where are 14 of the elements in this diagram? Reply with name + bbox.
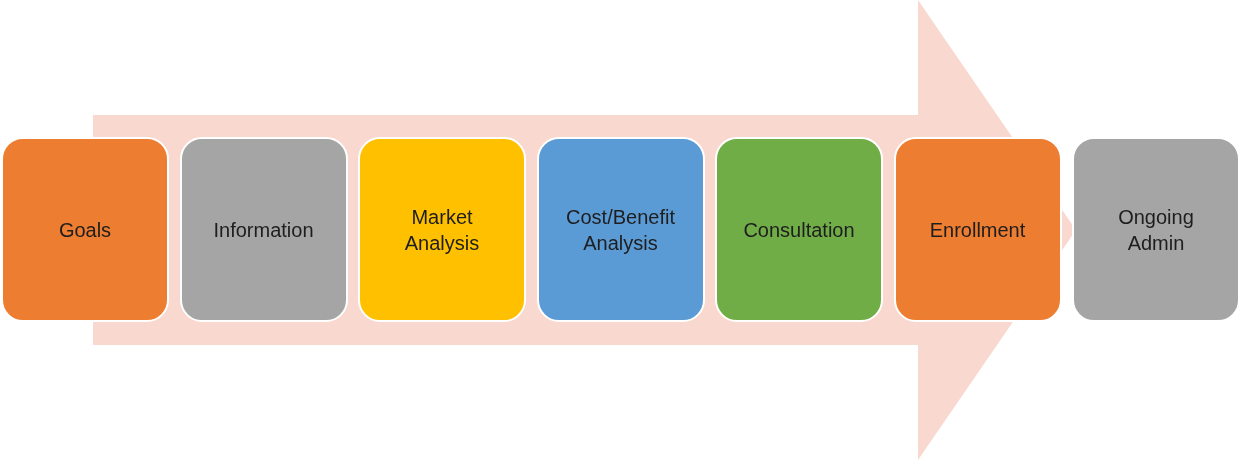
step-label: Cost/Benefit Analysis [565,204,676,256]
step-label: Goals [58,217,112,243]
step-label: Consultation [743,217,855,243]
step-box [715,137,883,322]
step-label: Market Analysis [403,204,481,256]
step-label: Information [213,217,314,243]
step-box [1072,137,1240,322]
step-box [893,137,1062,322]
step-label: Ongoing Admin [1117,204,1195,256]
step-box [179,137,348,322]
step-box [358,137,526,322]
step-label: Enrollment [929,217,1026,243]
step-box [536,137,705,322]
step-box [1,137,169,322]
